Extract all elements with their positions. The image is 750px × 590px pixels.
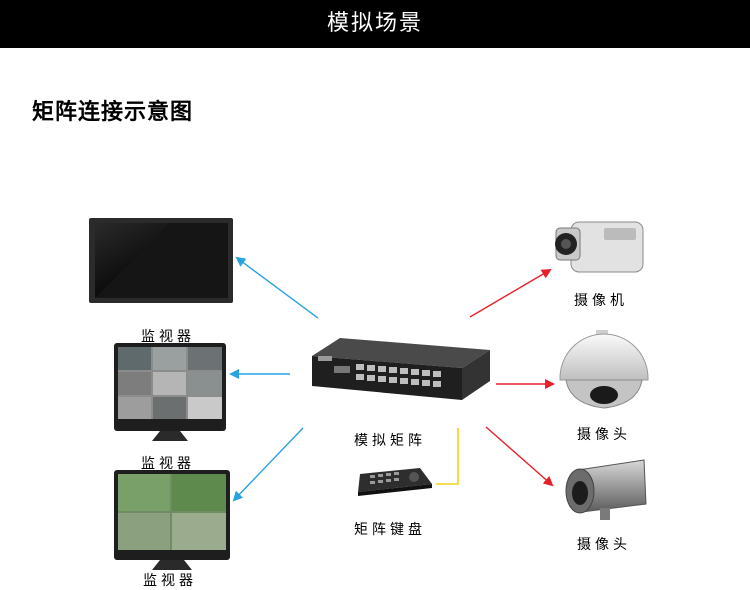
header-banner: 模拟场景 <box>0 0 750 48</box>
monitor-top-label: 监视器 <box>141 329 195 345</box>
camcorder-label: 摄像机 <box>574 293 628 309</box>
monitor-mid-label: 监视器 <box>141 456 195 472</box>
arrow-matrix-to-monitor-top <box>235 256 319 319</box>
keyboard-label: 矩阵键盘 <box>354 522 426 538</box>
arrow-matrix-to-bullet-camera <box>485 426 554 487</box>
monitor-mid-icon <box>114 343 226 441</box>
matrix-label: 模拟矩阵 <box>354 433 426 449</box>
bullet-camera-icon <box>565 459 647 520</box>
bullet-camera-label: 摄像头 <box>577 537 631 553</box>
dome-camera-icon <box>559 330 649 409</box>
dome-camera-label: 摄像头 <box>577 427 631 443</box>
keyboard-control-line <box>436 428 459 485</box>
arrow-matrix-to-monitor-bottom <box>232 427 304 502</box>
matrix-device-icon <box>312 338 490 400</box>
section-title: 矩阵连接示意图 <box>32 100 194 125</box>
monitor-top-icon <box>89 218 233 303</box>
monitor-bottom-label: 监视器 <box>143 573 197 589</box>
camcorder-icon <box>555 221 644 273</box>
arrow-matrix-to-camcorder <box>469 268 552 318</box>
page-title: 模拟场景 <box>326 11 423 36</box>
monitor-bottom-icon <box>114 470 230 570</box>
matrix-keyboard-icon <box>358 468 432 496</box>
